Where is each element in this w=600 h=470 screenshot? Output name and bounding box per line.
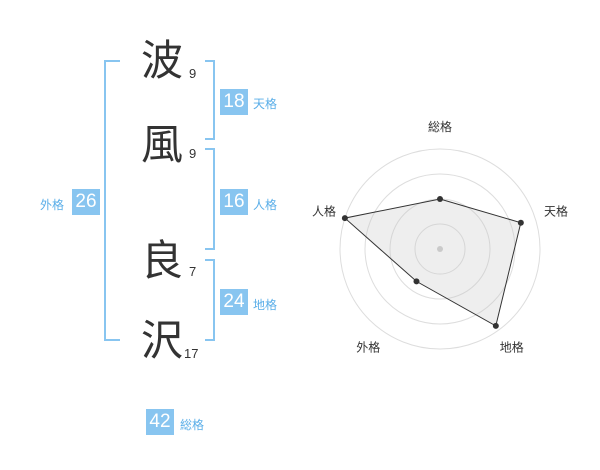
jinkaku-bracket-vertical <box>213 148 215 250</box>
stroke-count-3: 7 <box>189 264 197 279</box>
gaikaku-bracket-bottom <box>104 339 120 341</box>
chikaku-label: 地格 <box>253 298 278 312</box>
chikaku-bracket-top <box>205 259 215 261</box>
name-char-2: 風 <box>140 120 183 169</box>
radar-point-5 <box>341 215 348 222</box>
radar-point-4 <box>413 278 420 285</box>
stroke-count-2: 9 <box>189 146 197 161</box>
chikaku-value-badge: 24 <box>220 289 248 315</box>
chikaku-bracket-bottom <box>205 339 215 341</box>
chikaku-bracket-vertical <box>213 259 215 341</box>
radar-axis-label-1: 総格 <box>428 119 452 134</box>
gaikaku-bracket-vertical <box>104 60 106 341</box>
stroke-count-1: 9 <box>189 66 197 81</box>
jinkaku-bracket-bottom <box>205 248 215 250</box>
radar-point-1 <box>437 196 443 202</box>
tenkaku-label: 天格 <box>253 97 278 111</box>
radar-ring-3 <box>364 173 516 325</box>
tenkaku-value-badge: 18 <box>220 89 248 115</box>
jinkaku-bracket-top <box>205 148 215 150</box>
name-char-4: 沢 <box>140 316 183 365</box>
gaikaku-label: 外格 <box>40 198 65 212</box>
radar-axis-label-5: 人格 <box>312 203 336 218</box>
tenkaku-bracket-top <box>205 60 215 62</box>
jinkaku-value-badge: 16 <box>220 189 248 215</box>
radar-ring-1 <box>414 223 466 275</box>
soukaku-label: 総格 <box>180 418 205 432</box>
radar-point-2 <box>517 219 524 226</box>
jinkaku-label: 人格 <box>253 198 278 212</box>
radar-ring-4 <box>339 148 541 350</box>
gaikaku-value-badge: 26 <box>72 189 100 215</box>
radar-axis-label-2: 天格 <box>544 203 568 218</box>
name-char-3: 良 <box>140 236 183 285</box>
stroke-count-4: 17 <box>184 346 199 361</box>
radar-center <box>437 246 443 252</box>
tenkaku-bracket-bottom <box>205 138 215 140</box>
radar-area <box>343 198 522 327</box>
radar-point-3 <box>492 322 499 329</box>
tenkaku-bracket-vertical <box>213 60 215 140</box>
name-char-1: 波 <box>140 36 183 85</box>
radar-axis-label-3: 地格 <box>500 340 524 355</box>
gaikaku-bracket-top <box>104 60 120 62</box>
radar-axis-label-4: 外格 <box>356 340 380 355</box>
soukaku-value-badge: 42 <box>146 409 174 435</box>
